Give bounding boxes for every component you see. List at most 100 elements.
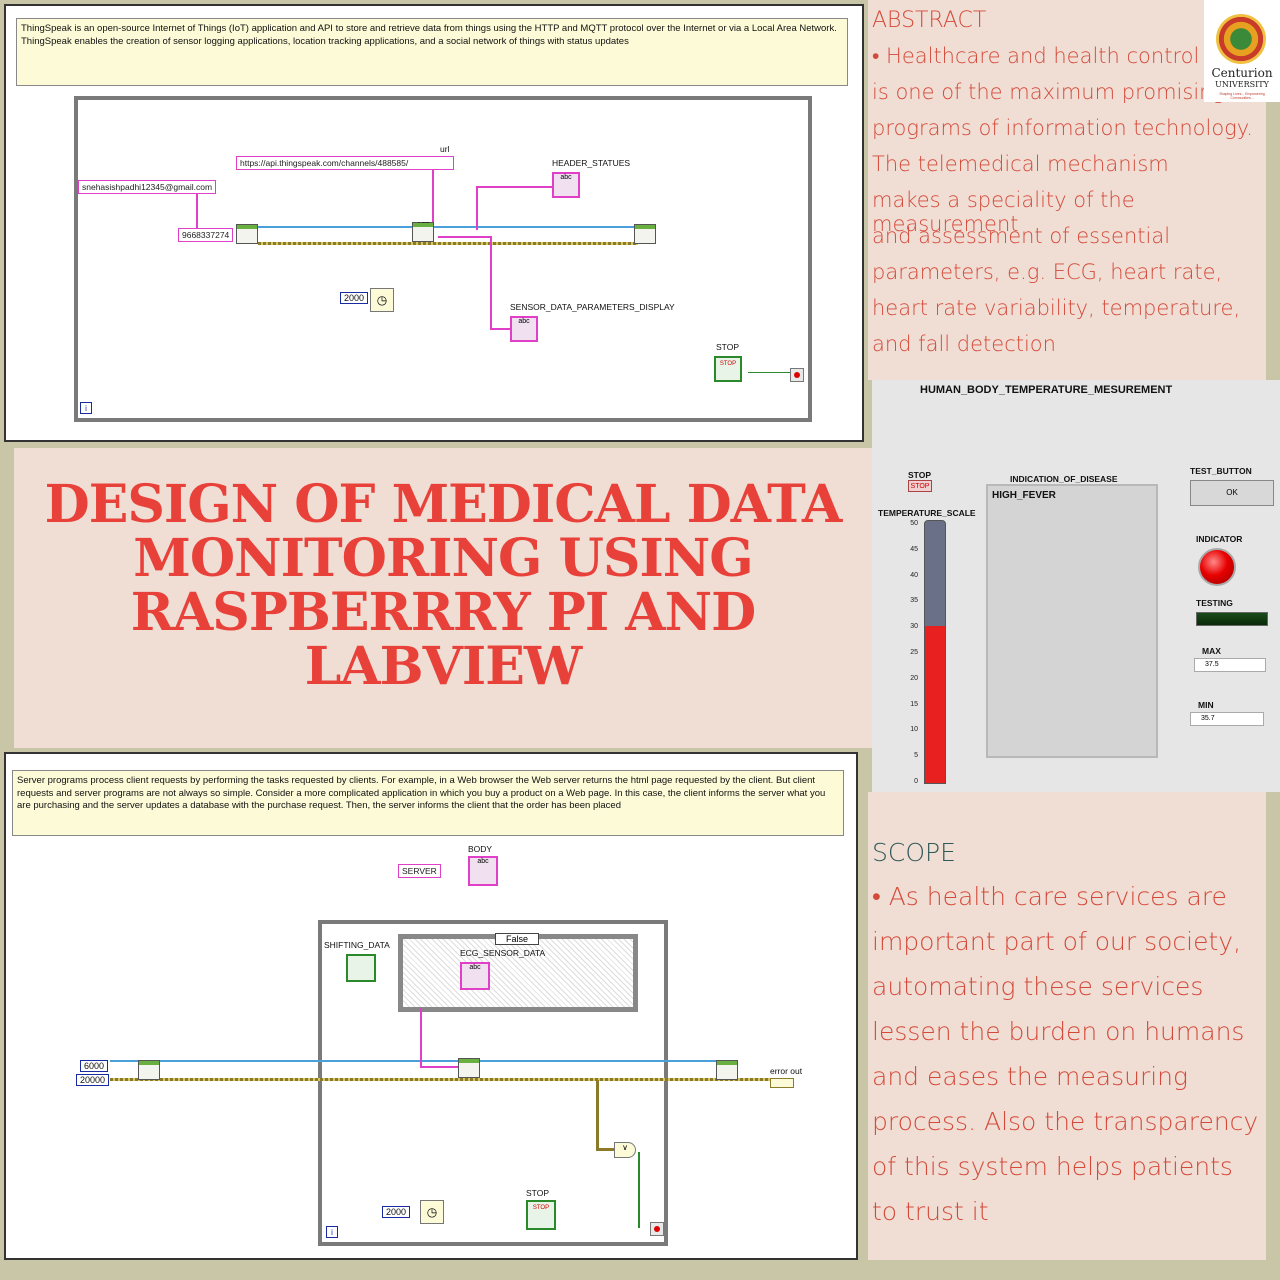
loop-condition-icon [790, 368, 804, 382]
scope-heading: SCOPE [872, 838, 956, 867]
logo-sub: UNIVERSITY [1215, 80, 1269, 89]
max-field[interactable]: 37.5 [1194, 658, 1266, 672]
abstract-line: • Healthcare and health control [872, 44, 1200, 68]
scope-line: and eases the measuring [872, 1062, 1189, 1091]
server-constant[interactable]: SERVER [398, 864, 441, 878]
wait-constant[interactable]: 2000 [382, 1206, 411, 1218]
wire [258, 242, 638, 245]
indicator-label: INDICATOR [1196, 534, 1243, 544]
iteration-terminal: i [326, 1226, 338, 1238]
scale-tick-label: 45 [910, 545, 918, 553]
tcp-close-node[interactable] [716, 1060, 738, 1080]
title-block: DESIGN OF MEDICAL DATA MONITORING USING … [14, 448, 872, 748]
wire [438, 236, 492, 238]
scale-tick-label: 50 [910, 520, 918, 527]
university-logo: Centurion UNIVERSITY Shaping Lives... Em… [1204, 0, 1280, 102]
min-label: MIN [1198, 700, 1214, 710]
wire [490, 328, 512, 330]
wait-timer-icon[interactable]: ◷ [370, 288, 394, 312]
wire [476, 186, 478, 230]
wire [638, 1152, 640, 1228]
abstract-heading: ABSTRACT [872, 8, 987, 33]
header-statues-label: HEADER_STATUES [552, 158, 631, 168]
wait-timer-icon[interactable]: ◷ [420, 1200, 444, 1224]
ecg-sensor-indicator[interactable]: abc [460, 962, 490, 990]
shifting-data-control[interactable] [346, 954, 376, 982]
scope-line: important part of our society, [872, 927, 1242, 956]
scale-tick-label: 25 [910, 649, 918, 656]
bottom-block-diagram: Server programs process client requests … [4, 752, 858, 1260]
timeout-constant[interactable]: 20000 [76, 1074, 110, 1086]
stop-button[interactable]: STOP [526, 1200, 556, 1230]
wire [420, 1008, 422, 1068]
scale-tick-label: 0 [914, 778, 918, 785]
fp-stop-button[interactable]: STOP [908, 480, 932, 492]
front-panel-title: HUMAN_BODY_TEMPERATURE_MESUREMENT [920, 384, 1173, 396]
url-constant[interactable]: https://api.thingspeak.com/channels/4885… [236, 156, 454, 170]
wire [596, 1148, 616, 1151]
shifting-data-label: SHIFTING_DATA [324, 940, 390, 950]
abstract-line: programs of information technology. [872, 116, 1253, 140]
tcp-listen-node[interactable] [138, 1060, 160, 1080]
case-structure: False [398, 933, 638, 1012]
url-label: url [440, 144, 450, 154]
http-close-node[interactable] [634, 224, 656, 244]
body-indicator[interactable]: abc [468, 856, 498, 886]
disease-label: INDICATION_OF_DISEASE [1010, 474, 1118, 484]
front-panel: HUMAN_BODY_TEMPERATURE_MESUREMENT STOP S… [872, 380, 1280, 792]
temperature-scale-label: TEMPERATURE_SCALE [878, 508, 976, 518]
http-open-node[interactable] [236, 224, 258, 244]
abstract-line: and fall detection [872, 332, 1056, 356]
while-loop-frame [318, 920, 668, 1246]
sensor-display-label: SENSOR_DATA_PARAMETERS_DISPLAY [510, 302, 675, 312]
testing-label: TESTING [1196, 598, 1233, 608]
wire [596, 1080, 599, 1150]
wire [420, 1066, 460, 1068]
test-button[interactable]: OK [1190, 480, 1274, 506]
phone-constant[interactable]: 9668337274 [178, 228, 234, 242]
min-field[interactable]: 35.7 [1190, 712, 1264, 726]
stop-button[interactable]: STOP [714, 356, 742, 382]
thingspeak-note: ThingSpeak is an open-source Internet of… [16, 18, 848, 86]
abstract-line: makes a speciality of the measurement [872, 188, 1135, 236]
scope-line: of this system helps patients [872, 1152, 1233, 1181]
test-button-label: TEST_BUTTON [1190, 466, 1252, 476]
max-label: MAX [1202, 646, 1221, 656]
scope-line: process. Also the transparency [872, 1107, 1259, 1136]
title-line: RASPBERRRY PI AND [130, 582, 757, 643]
http-get-node[interactable]: GET [412, 222, 434, 242]
scope-line: • As health care services are [872, 882, 1227, 911]
wire [476, 186, 554, 188]
top-block-diagram: ThingSpeak is an open-source Internet of… [4, 4, 864, 442]
temperature-fill [925, 625, 945, 783]
or-gate-icon: ∨ [614, 1142, 636, 1158]
header-statues-indicator[interactable]: abc [552, 172, 580, 198]
email-constant[interactable]: snehasishpadhi12345@gmail.com [78, 180, 217, 194]
scope-panel [868, 792, 1266, 1260]
wire [110, 1078, 770, 1081]
wire [748, 372, 796, 373]
server-note: Server programs process client requests … [12, 770, 844, 836]
while-loop-frame [74, 96, 812, 422]
title-line: LABVIEW [304, 636, 583, 697]
wait-constant[interactable]: 2000 [340, 292, 369, 304]
logo-tag: Shaping Lives... Empowering Communities.… [1219, 92, 1265, 100]
scale-tick-label: 40 [910, 571, 918, 579]
tcp-write-node[interactable] [458, 1058, 480, 1078]
scale-tick-label: 10 [910, 726, 918, 734]
abstract-line: is one of the maximum promising [872, 80, 1226, 104]
port-constant[interactable]: 6000 [80, 1060, 109, 1072]
scale-tick-label: 5 [914, 752, 918, 760]
ecg-sensor-label: ECG_SENSOR_DATA [460, 948, 546, 958]
scale-tick-label: 30 [910, 623, 918, 631]
temperature-thermometer [924, 520, 946, 784]
disease-indicator: HIGH_FEVER [986, 484, 1158, 758]
scale-tick-label: 15 [910, 700, 918, 708]
scope-line: automating these services [872, 972, 1204, 1001]
case-selector[interactable]: False [495, 933, 540, 945]
sensor-display-indicator[interactable]: abc [510, 316, 538, 342]
wire [258, 226, 638, 228]
main-title: DESIGN OF MEDICAL DATA MONITORING USING … [14, 478, 872, 694]
abstract-line: parameters, e.g. ECG, heart rate, [872, 260, 1223, 284]
seal-icon [1216, 14, 1266, 64]
